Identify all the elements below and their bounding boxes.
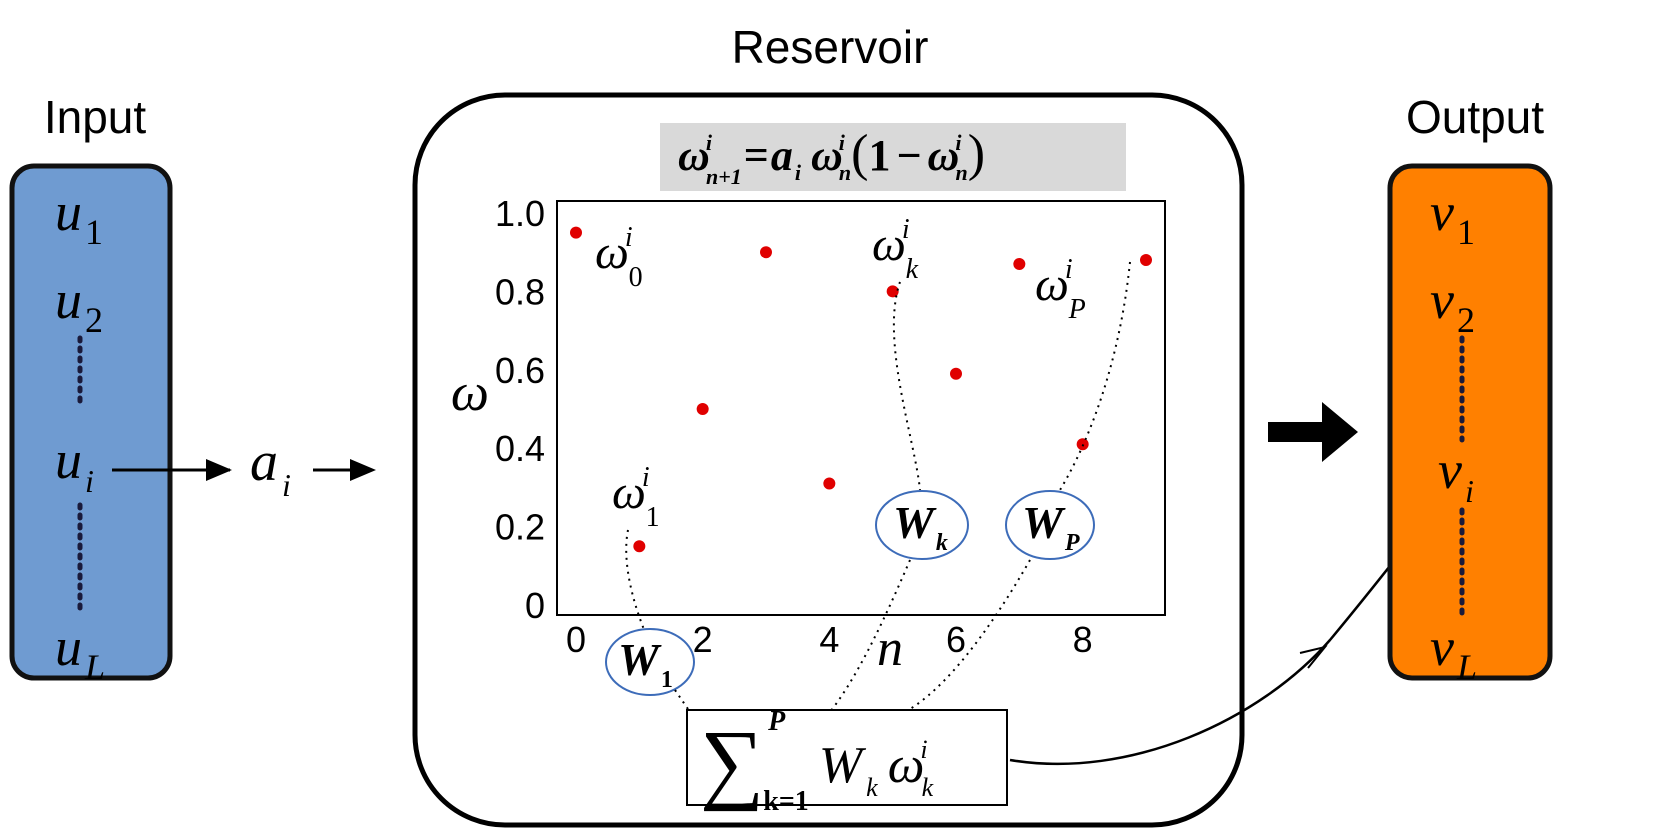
sum-box (686, 709, 1008, 806)
x-tick-label: 8 (1073, 619, 1093, 660)
connector-wP-sum (904, 559, 1031, 713)
weight-wP: WP (1022, 497, 1080, 556)
x-tick-label: 4 (819, 619, 839, 660)
plot-frame (556, 200, 1166, 616)
data-point-0 (570, 226, 582, 239)
y-tick-label: 0.8 (495, 271, 545, 312)
connector-omegak-wk (892, 281, 921, 491)
weight-wP-circle (1005, 490, 1095, 560)
y-tick-label: 0 (525, 585, 545, 626)
ui-arrowhead (206, 459, 232, 481)
data-point-4 (823, 477, 836, 490)
output-v1: v1 (1430, 182, 1475, 252)
connector-omega1-w1 (625, 529, 646, 633)
data-point-5 (886, 285, 899, 298)
data-point-7 (1013, 257, 1026, 270)
y-tick-label: 0.4 (495, 428, 545, 469)
input-panel (9, 163, 173, 681)
connector-w1-sum (674, 689, 691, 713)
x-tick-label: 2 (693, 619, 713, 660)
reservoir-title: Reservoir (732, 21, 929, 73)
weight-w1: W1 (618, 634, 673, 693)
data-point-2 (696, 403, 709, 415)
y-tick-label: 0.2 (495, 507, 545, 548)
input-u2: u2 (55, 270, 103, 340)
y-tick-label: 0.6 (495, 350, 545, 391)
output-vL: vL (1430, 617, 1477, 687)
input-uL: uL (55, 617, 105, 687)
weight-w1-circle (605, 628, 695, 696)
data-point-3 (760, 246, 772, 259)
input-ui: ui (55, 430, 94, 499)
weight-wk-circle (875, 490, 969, 560)
output-panel (1387, 163, 1553, 681)
x-tick-label: 0 (566, 619, 586, 660)
connector-wk-sum (829, 559, 911, 713)
y-tick-label: 1.0 (495, 193, 545, 234)
input-u1: u1 (55, 182, 103, 252)
reservoir-to-output-arrow (1268, 402, 1358, 462)
output-vi: vi (1438, 440, 1474, 509)
data-point-1 (633, 540, 646, 553)
output-title: Output (1406, 91, 1544, 143)
a-arrowhead (350, 459, 376, 481)
input-title: Input (44, 91, 147, 143)
y-axis-label: ω (451, 362, 489, 422)
connector-omegaP-wP (1059, 261, 1131, 491)
weight-wk: Wk (893, 497, 948, 556)
x-tick-labels: 0 2 4 6 8 (566, 619, 1093, 660)
formula-box (660, 123, 1126, 191)
y-tick-labels: 1.0 0.8 0.6 0.4 0.2 0 (495, 193, 545, 626)
data-point-6 (950, 367, 962, 380)
output-v2: v2 (1430, 270, 1475, 340)
data-point-9 (1140, 254, 1152, 267)
x-axis-label: n (877, 620, 903, 677)
curve-arrowhead (1299, 645, 1328, 669)
x-tick-label: 6 (946, 619, 966, 660)
